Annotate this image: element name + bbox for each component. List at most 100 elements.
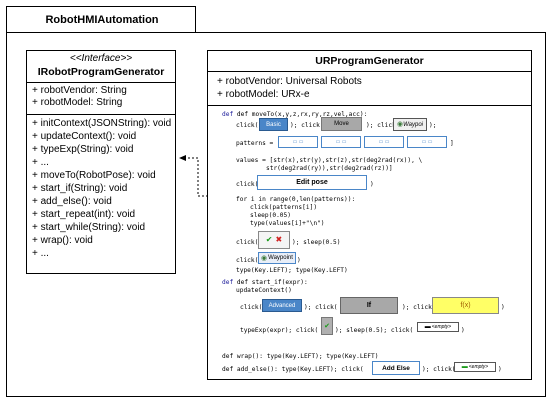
code-def-moveto: def def moveTo(x,y,z,rx,ry,rz,vel,acc): xyxy=(222,111,367,119)
code-close: ) xyxy=(501,304,505,311)
interface-method: + add_else(): void xyxy=(32,196,112,207)
impl-attributes: + robotVendor: Universal Robots + robotM… xyxy=(217,75,362,101)
code-type-values: type(values[i]+"\n") xyxy=(250,220,325,227)
interface-method: + start_while(String): void xyxy=(32,222,146,233)
code-text: def moveTo(x,y,z,rx,ry,rz,vel,acc): xyxy=(236,111,368,118)
node-icon: ▬ xyxy=(424,324,431,330)
code-close: ) xyxy=(498,366,502,373)
code-close: ) xyxy=(297,257,301,264)
waypoint-icon: ◉ xyxy=(261,254,268,262)
code-def-start-if: def def start_if(expr): xyxy=(222,279,308,287)
add-else-button-thumbnail: Add Else xyxy=(372,361,420,375)
interface-class-box: <<Interface>> IRobotProgramGenerator + r… xyxy=(26,50,176,274)
code-text: def start_if(expr): xyxy=(236,279,308,286)
impl-divider-1 xyxy=(208,71,531,72)
interface-method: + moveTo(RobotPose): void xyxy=(32,170,156,181)
code-type-keys: type(Key.LEFT); type(Key.LEFT) xyxy=(236,267,348,275)
kw: def xyxy=(222,111,237,118)
empty-node-thumbnail: ▬ <empty> xyxy=(454,362,496,372)
interface-divider-2 xyxy=(27,114,175,115)
interface-divider-1 xyxy=(27,82,175,83)
code-text: def add_else(): type(Key.LEFT); click( xyxy=(222,366,364,373)
code-click: click( xyxy=(236,257,259,264)
code-patterns: patterns = [ xyxy=(236,140,281,147)
code-typeexp: typeExp(expr); click( xyxy=(240,327,319,334)
advanced-button-thumbnail: Advanced xyxy=(262,299,302,312)
check-icon: ✔ xyxy=(265,235,273,244)
interface-method: + start_repeat(int): void xyxy=(32,209,136,220)
ok-cancel-thumbnail: ✔ ✖ xyxy=(258,231,290,249)
code-sleep: sleep(0.05) xyxy=(250,212,291,219)
waypoint-small-label: Waypoi xyxy=(403,121,423,128)
pose-field-thumbnail: ▭ ▭ xyxy=(364,136,404,148)
pose-field-thumbnail: ▭ ▭ xyxy=(278,136,318,148)
waypoint-thumbnail-small: ◉ Waypoi xyxy=(393,118,427,131)
realization-arrow xyxy=(179,155,208,197)
impl-divider-2 xyxy=(208,105,531,106)
if-button-thumbnail: If xyxy=(340,297,398,314)
code-values-2: str(deg2rad(ry)),str(deg2rad(rz))] xyxy=(266,165,393,172)
move-tab-thumbnail: Move xyxy=(321,117,362,131)
move-label: Move xyxy=(334,121,349,127)
pose-field-dots: ▭ ▭ xyxy=(421,139,433,145)
code-close: ); click( xyxy=(402,304,436,311)
interface-attributes: + robotVendor: String + robotModel: Stri… xyxy=(32,85,127,109)
code-close: ); click( xyxy=(304,304,338,311)
impl-class-box: URProgramGenerator + robotVendor: Univer… xyxy=(207,50,532,380)
check-icon: ✔ xyxy=(324,322,330,330)
interface-method: + wrap(): void xyxy=(32,235,93,246)
code-click: click( xyxy=(240,304,263,311)
ok-button-thumbnail: ✔ xyxy=(321,317,333,335)
interface-attr: + robotVendor: String xyxy=(32,85,127,96)
code-close: ) xyxy=(370,181,374,188)
waypoint-label: Waypoint xyxy=(268,255,293,261)
impl-attr: + robotModel: URx-e xyxy=(217,89,310,100)
if-label: If xyxy=(366,302,372,309)
impl-attr: + robotVendor: Universal Robots xyxy=(217,76,362,87)
interface-methods: + initContext(JSONString): void + update… xyxy=(32,117,171,260)
empty-label: <empty> xyxy=(468,364,489,370)
edit-pose-button-thumbnail: Edit pose xyxy=(257,175,367,190)
code-typeexp-tail: ); sleep(0.5); click( xyxy=(335,327,414,334)
interface-method: + updateContext(): void xyxy=(32,131,137,142)
code-close: ); click( xyxy=(366,122,400,129)
code-close: ); xyxy=(429,122,437,129)
add-else-label: Add Else xyxy=(382,364,410,372)
code-click: click( xyxy=(236,239,259,246)
waypoint-node-thumbnail: ◉ Waypoint xyxy=(258,252,296,264)
kw: def xyxy=(222,279,237,286)
edit-pose-label: Edit pose xyxy=(296,179,328,186)
code-text: def wrap(): type(Key.LEFT); type(Key.LEF… xyxy=(222,353,379,360)
pose-field-thumbnail: ▭ ▭ xyxy=(321,136,361,148)
pose-field-dots: ▭ ▭ xyxy=(335,139,347,145)
waypoint-icon: ◉ xyxy=(396,121,404,128)
code-click: click( xyxy=(236,122,259,129)
code-values-1: values = [str(x),str(y),str(z),str(deg2r… xyxy=(236,157,423,164)
interface-method: + start_if(String): void xyxy=(32,183,128,194)
pose-field-thumbnail: ▭ ▭ xyxy=(407,136,447,148)
interface-stereotype: <<Interface>> xyxy=(69,53,133,64)
code-text: for i in range(0,len(patterns)): xyxy=(236,196,356,203)
code-update: updateContext() xyxy=(236,287,292,294)
interface-method: + ... xyxy=(32,157,49,168)
pose-field-dots: ▭ ▭ xyxy=(292,139,304,145)
interface-method: + initContext(JSONString): void xyxy=(32,118,172,129)
code-patterns-tail: ] xyxy=(450,140,454,147)
pose-field-dots: ▭ ▭ xyxy=(378,139,390,145)
impl-name: URProgramGenerator xyxy=(315,55,424,67)
advanced-label: Advanced xyxy=(268,302,296,309)
empty-label: <empty> xyxy=(431,324,452,330)
code-for: for i in range(0,len(patterns)): xyxy=(236,196,355,204)
code-def-wrap: def wrap(): type(Key.LEFT); type(Key.LEF… xyxy=(222,353,378,361)
code-text: type(Key.LEFT); type(Key.LEFT) xyxy=(236,267,348,274)
cancel-icon: ✖ xyxy=(275,235,283,244)
interface-method: + ... xyxy=(32,248,49,259)
code-close: ); click( xyxy=(290,122,324,129)
code-sleep: ); sleep(0.5) xyxy=(292,239,341,246)
empty-node-thumbnail: ▬ <empty> xyxy=(417,322,459,332)
interface-name: IRobotProgramGenerator xyxy=(37,66,165,78)
code-close: ); click( xyxy=(422,366,456,373)
basic-button-thumbnail: Basic xyxy=(259,118,288,131)
code-click-pattern: click(patterns[i]) xyxy=(250,204,318,211)
package-title: RobotHMIAutomation xyxy=(45,14,159,26)
